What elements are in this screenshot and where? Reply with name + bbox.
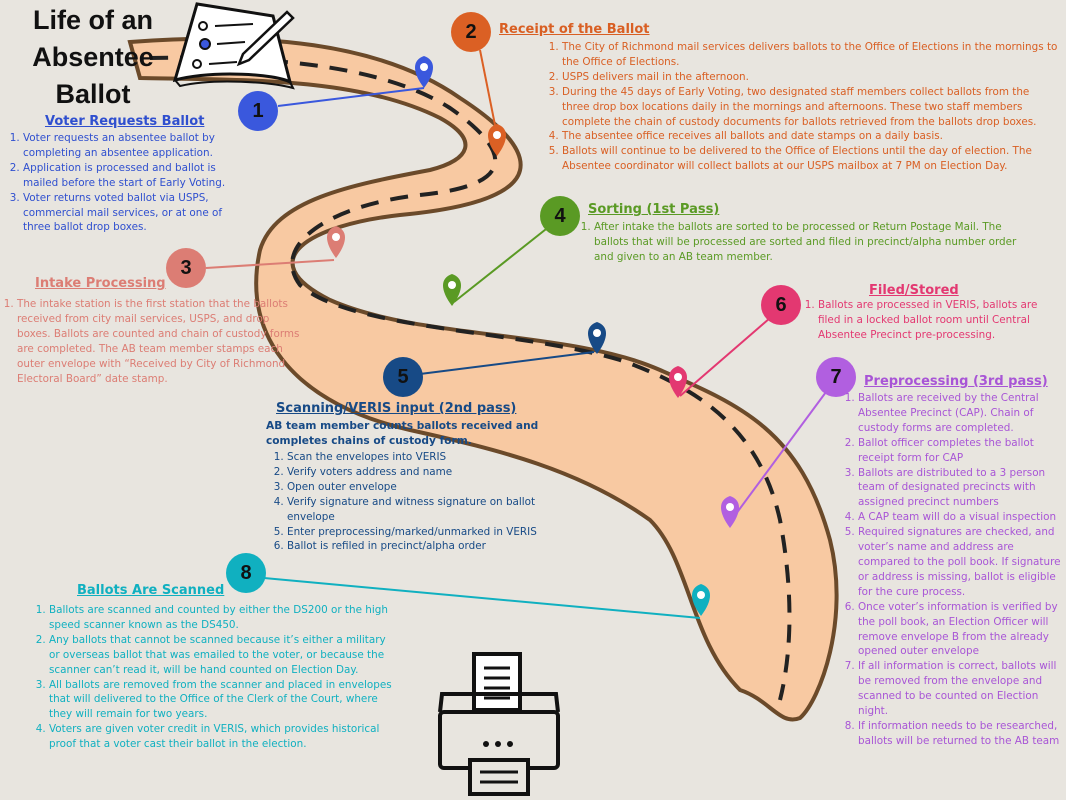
list-item: Ballots are processed in VERIS, ballots …: [818, 298, 1063, 343]
list-item: USPS delivers mail in the afternoon.: [562, 70, 1060, 85]
map-pin-icon: [443, 274, 461, 306]
list-item: After intake the ballots are sorted to b…: [594, 220, 1017, 265]
map-pin-icon: [588, 322, 606, 354]
step-5-list: Scan the envelopes into VERIS Verify vot…: [270, 450, 545, 554]
step-3-badge: 3: [166, 248, 206, 288]
step-8-list: Ballots are scanned and counted by eithe…: [32, 603, 392, 752]
ballot-scanner-icon: [438, 652, 560, 796]
map-pin-icon: [721, 496, 739, 528]
map-pin-icon: [692, 584, 710, 616]
list-item: Application is processed and ballot is m…: [23, 161, 251, 191]
step-3-list: The intake station is the first station …: [0, 297, 306, 386]
map-pin-icon: [488, 124, 506, 156]
step-7-heading: Preprocessing (3rd pass): [864, 374, 1048, 389]
step-1-badge: 1: [238, 91, 278, 131]
step-4-list: After intake the ballots are sorted to b…: [577, 220, 1017, 265]
road-center-line: [149, 55, 792, 701]
step-7-badge: 7: [816, 357, 856, 397]
step-6-badge: 6: [761, 285, 801, 325]
list-item: Required signatures are checked, and vot…: [858, 525, 1063, 600]
page-title: Life of an Absentee Ballot: [8, 2, 178, 113]
list-item: Ballots are distributed to a 3 person te…: [858, 466, 1063, 511]
list-item: Ballots are scanned and counted by eithe…: [49, 603, 392, 633]
step-4-badge: 4: [540, 196, 580, 236]
list-item: Voters are given voter credit in VERIS, …: [49, 722, 392, 752]
title-line: Ballot: [55, 79, 131, 109]
map-pin-icon: [415, 56, 433, 88]
step-1-heading: Voter Requests Ballot: [45, 114, 205, 129]
map-pin-icon: [327, 226, 345, 258]
map-pin-icon: [669, 366, 687, 398]
list-item: The absentee office receives all ballots…: [562, 129, 1060, 144]
list-item: During the 45 days of Early Voting, two …: [562, 85, 1060, 130]
list-item: A CAP team will do a visual inspection: [858, 510, 1063, 525]
list-item: Voter returns voted ballot via USPS, com…: [23, 191, 251, 236]
road-shape: [127, 36, 839, 722]
list-item: Ballot officer completes the ballot rece…: [858, 436, 1063, 466]
list-item: Voter requests an absentee ballot by com…: [23, 131, 251, 161]
step-5-heading: Scanning/VERIS input (2nd pass): [276, 401, 517, 416]
list-item: All ballots are removed from the scanner…: [49, 678, 392, 723]
step-2-badge: 2: [451, 12, 491, 52]
step-3-heading: Intake Processing: [35, 276, 166, 291]
list-item: Scan the envelopes into VERIS: [287, 450, 545, 465]
title-line: Life of an: [33, 5, 153, 35]
list-item: Ballots are received by the Central Abse…: [858, 391, 1063, 436]
step-8-heading: Ballots Are Scanned: [77, 583, 225, 598]
list-item: Enter preprocessing/marked/unmarked in V…: [287, 525, 545, 540]
list-item: Once voter’s information is verified by …: [858, 600, 1063, 660]
step-5-intro: AB team member counts ballots received a…: [266, 420, 539, 447]
list-item: If information needs to be researched, b…: [858, 719, 1063, 749]
step-1-list: Voter requests an absentee ballot by com…: [6, 131, 251, 235]
list-item: Ballots will continue to be delivered to…: [562, 144, 1060, 174]
list-item: Verify signature and witness signature o…: [287, 495, 545, 525]
step-7-list: Ballots are received by the Central Abse…: [841, 391, 1063, 749]
step-8-badge: 8: [226, 553, 266, 593]
title-line: Absentee: [32, 42, 154, 72]
list-item: The City of Richmond mail services deliv…: [562, 40, 1060, 70]
step-5-badge: 5: [383, 357, 423, 397]
step-2-heading: Receipt of the Ballot: [499, 22, 650, 37]
document-pen-icon: [172, 2, 295, 90]
list-item: Verify voters address and name: [287, 465, 545, 480]
list-item: Ballot is refiled in precinct/alpha orde…: [287, 539, 545, 554]
step-6-heading: Filed/Stored: [869, 283, 959, 298]
list-item: The intake station is the first station …: [17, 297, 306, 386]
step-6-list: Ballots are processed in VERIS, ballots …: [801, 298, 1063, 343]
list-item: Open outer envelope: [287, 480, 545, 495]
step-2-list: The City of Richmond mail services deliv…: [545, 40, 1060, 174]
list-item: Any ballots that cannot be scanned becau…: [49, 633, 392, 678]
step-4-heading: Sorting (1st Pass): [588, 202, 720, 217]
list-item: If all information is correct, ballots w…: [858, 659, 1063, 719]
